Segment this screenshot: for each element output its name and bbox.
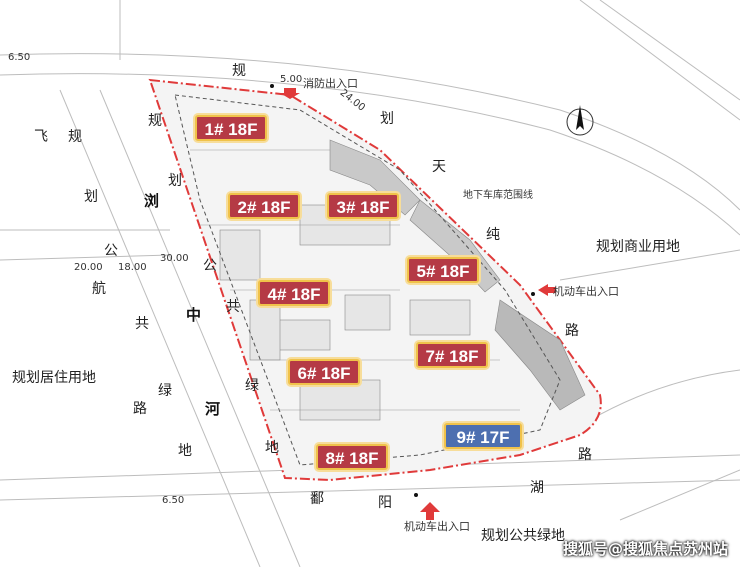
fire-entrance-arrow-icon: [280, 88, 300, 99]
building-5: 5# 18F: [407, 257, 479, 283]
road-char-hu: 湖: [530, 480, 544, 496]
north-arrow-icon: [566, 105, 594, 136]
road-char-chun: 纯: [486, 227, 500, 243]
road-char-lv2: 绿: [245, 378, 259, 394]
dim-650: 6.50: [8, 52, 31, 63]
landuse-commercial: 规划商业用地: [596, 239, 680, 255]
road-char-gui2: 规: [68, 129, 82, 145]
road-char-he: 河: [205, 400, 221, 418]
road-char-gong2: 共: [135, 316, 149, 332]
basement-line-note: 地下车库范围线: [463, 190, 533, 201]
road-char-gong: 公: [104, 243, 118, 259]
road-char-po: 鄱: [310, 491, 324, 507]
building-7: 7# 18F: [416, 342, 488, 368]
road-char-hua2: 划: [84, 189, 98, 205]
building-6: 6# 18F: [288, 359, 360, 385]
building-1: 1# 18F: [195, 115, 267, 141]
road-char-fei: 飞: [34, 129, 48, 145]
road-char-lv: 绿: [158, 383, 172, 399]
road-char-gong3: 公: [203, 258, 217, 274]
dim-500: 5.00: [280, 74, 303, 85]
building-8: 8# 18F: [316, 444, 388, 470]
road-char-yang: 阳: [378, 495, 392, 511]
vehicle-east-arrow-icon: [538, 284, 556, 296]
dim-30: 30.00: [160, 253, 189, 264]
road-char-hua3: 划: [168, 173, 182, 189]
road-char-gui: 规: [232, 63, 246, 79]
dim-18: 18.00: [118, 262, 147, 273]
landuse-residential: 规划居住用地: [12, 370, 96, 386]
dim-650b: 6.50: [162, 495, 185, 506]
road-char-zhong: 中: [186, 306, 202, 324]
site-boundary: [148, 78, 602, 482]
road-char-gui3: 规: [148, 113, 162, 129]
vehicle-south-label: 机动车出入口: [404, 520, 470, 533]
vehicle-east-label: 机动车出入口: [553, 285, 619, 298]
building-9: 9# 17F: [444, 423, 522, 449]
road-char-hang: 航: [92, 281, 106, 297]
road-char-tian: 天: [432, 159, 446, 175]
road-char-gong4: 共: [226, 299, 240, 315]
building-4: 4# 18F: [258, 280, 330, 306]
fire-entrance-label: 消防出入口: [303, 77, 358, 90]
vehicle-south-arrow-icon: [420, 502, 440, 520]
road-char-liu: 浏: [144, 192, 160, 210]
road-char-lu2: 路: [578, 447, 592, 463]
landuse-green: 规划公共绿地: [481, 528, 565, 544]
dim-20: 20.00: [74, 262, 103, 273]
road-char-di: 地: [178, 443, 192, 459]
building-3: 3# 18F: [327, 193, 399, 219]
road-char-hua: 划: [380, 111, 394, 127]
building-2: 2# 18F: [228, 193, 300, 219]
road-char-di2: 地: [265, 440, 279, 456]
road-char-lu: 路: [565, 323, 579, 339]
watermark: 搜狐号@搜狐焦点苏州站: [562, 540, 728, 558]
road-char-lu3: 路: [133, 401, 147, 417]
